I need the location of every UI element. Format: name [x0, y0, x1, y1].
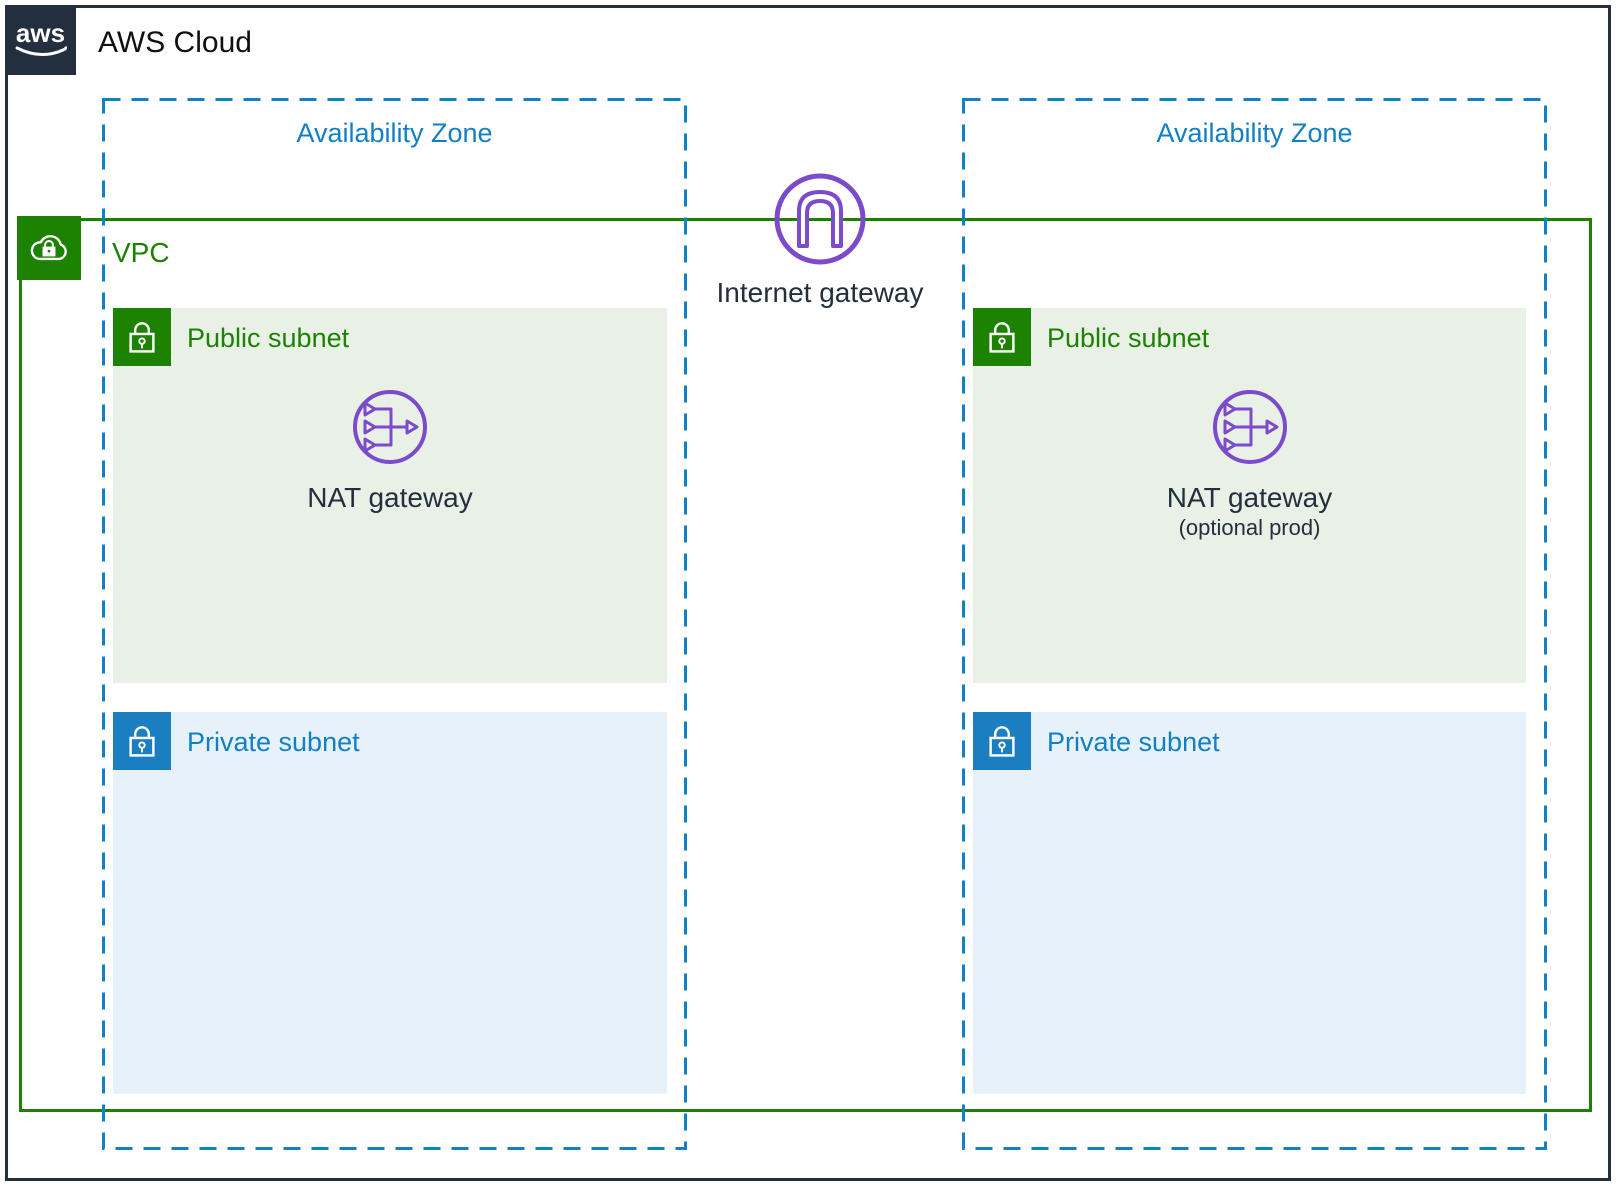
private-subnet-lock-icon	[989, 726, 1015, 757]
public-subnet-1-label: Public subnet	[187, 323, 350, 353]
public-subnet-2-icon	[973, 308, 1031, 366]
availability-zone-2-label: Availability Zone	[1156, 118, 1353, 148]
nat-gateway-icon	[353, 390, 427, 464]
internet-gateway-label: Internet gateway	[716, 277, 924, 308]
public-subnet-2-label: Public subnet	[1047, 323, 1210, 353]
public-subnet-lock-icon	[129, 322, 155, 353]
page-title: AWS Cloud	[98, 26, 252, 59]
availability-zone-1-label: Availability Zone	[296, 118, 493, 148]
aws-logo: aws	[5, 5, 76, 75]
nat-gateway-icon	[1213, 390, 1287, 464]
public-subnet-lock-icon	[989, 322, 1015, 353]
internet-gateway-icon	[774, 173, 866, 265]
nat-gateway-2-label: NAT gateway	[1166, 482, 1333, 513]
availability-zone-1: Availability Zone	[102, 98, 687, 1150]
aws-logo-smile-icon	[15, 46, 67, 56]
private-subnet-1: Private subnet	[113, 712, 667, 1094]
availability-zone-1-border	[102, 98, 687, 1150]
public-subnet-1: Public subnet NAT gateway	[113, 308, 667, 683]
aws-logo-text: aws	[15, 18, 66, 48]
public-subnet-2: Public subnet NAT gateway (optional prod…	[973, 308, 1526, 683]
vpc-icon	[17, 216, 81, 280]
vpc-cloud-lock-icon	[30, 235, 67, 261]
availability-zone-2: Availability Zone	[962, 98, 1547, 1150]
vpc-label: VPC	[112, 237, 170, 268]
public-subnet-1-icon	[113, 308, 171, 366]
availability-zone-2-border	[962, 98, 1547, 1150]
aws-cloud-frame	[5, 5, 1611, 1181]
nat-gateway-1-label: NAT gateway	[307, 482, 473, 513]
nat-gateway-2-note: (optional prod)	[1178, 515, 1321, 540]
private-subnet-2-icon	[973, 712, 1031, 770]
private-subnet-lock-icon	[129, 726, 155, 757]
private-subnet-1-icon	[113, 712, 171, 770]
private-subnet-2-label: Private subnet	[1047, 727, 1220, 757]
private-subnet-1-label: Private subnet	[187, 727, 360, 757]
private-subnet-2: Private subnet	[973, 712, 1526, 1094]
